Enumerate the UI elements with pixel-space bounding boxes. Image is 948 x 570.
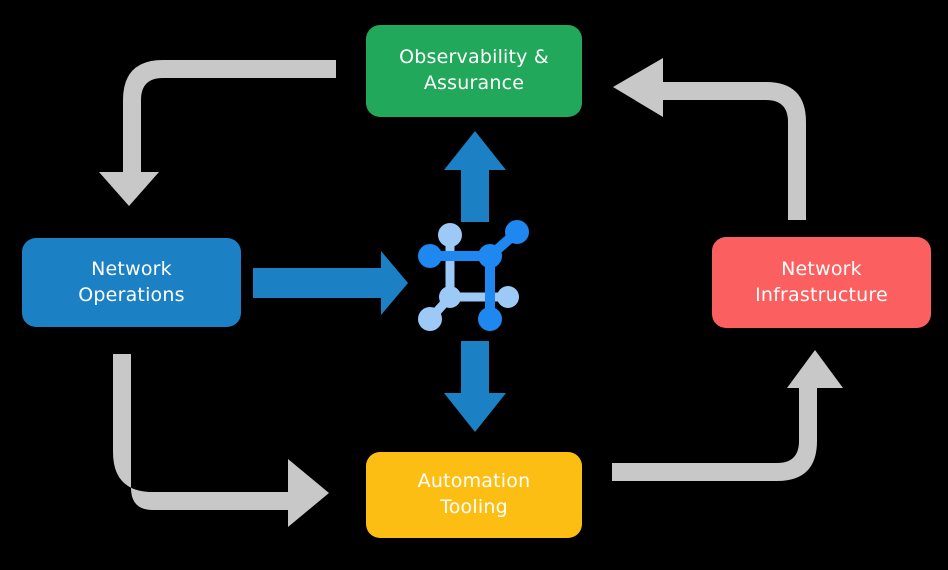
node-observability-assurance[interactable]: Observability & Assurance <box>366 25 582 117</box>
topology-light-nodes <box>418 223 519 331</box>
arrow-center-to-automation <box>444 341 506 432</box>
arrow-operations-to-center <box>253 251 408 315</box>
arrow-automation-to-infrastructure <box>612 350 843 481</box>
arrow-infrastructure-to-observability <box>613 58 806 220</box>
node-network-infrastructure[interactable]: Network Infrastructure <box>712 237 931 328</box>
node-network-infrastructure-label: Network Infrastructure <box>755 257 888 306</box>
arrow-observability-to-operations <box>99 60 336 206</box>
node-observability-label: Observability & Assurance <box>399 46 549 94</box>
node-network-operations[interactable]: Network Operations <box>22 238 241 327</box>
node-automation-tooling-label: Automation Tooling <box>417 470 531 518</box>
topology-dark-nodes <box>418 220 529 331</box>
network-topology-icon <box>418 220 529 331</box>
node-automation-tooling[interactable]: Automation Tooling <box>366 452 582 538</box>
arrow-operations-to-automation <box>113 354 329 527</box>
arrow-center-to-observability <box>444 131 506 222</box>
node-network-operations-label: Network Operations <box>78 257 185 306</box>
